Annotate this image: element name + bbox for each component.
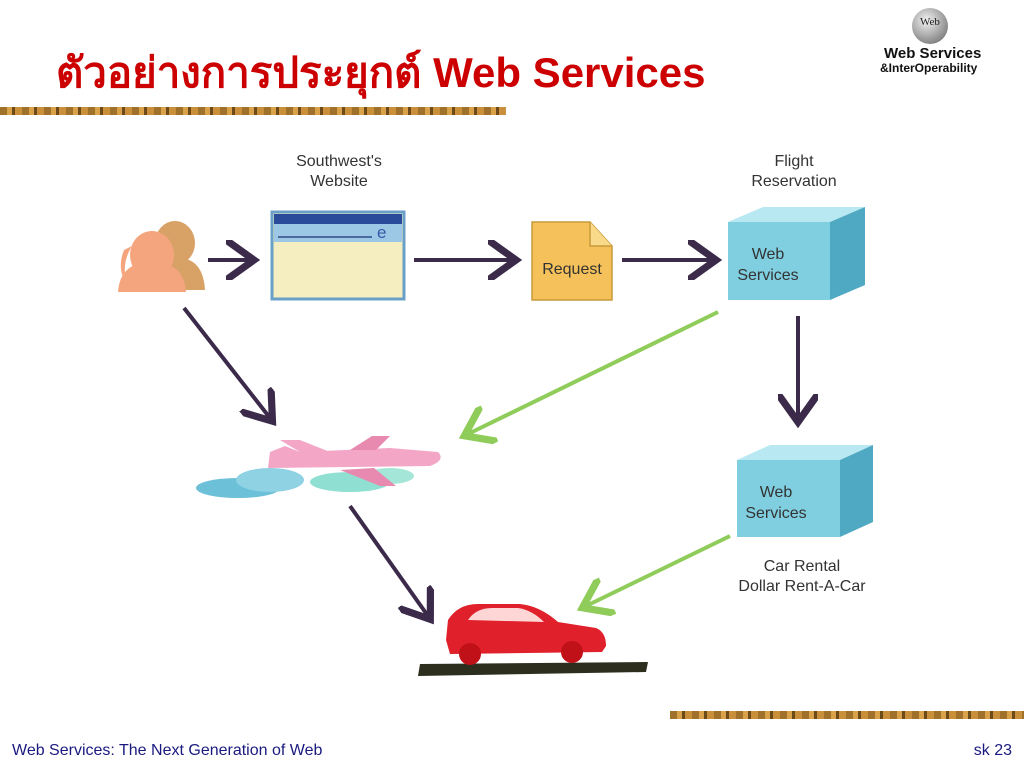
website-label: Southwest's Website — [280, 152, 398, 192]
flight-label-line2: Reservation — [751, 173, 837, 190]
airplane-icon — [196, 436, 441, 498]
slide-title: ตัวอย่างการประยุกต์ Web Services — [56, 49, 706, 96]
footer-rule — [670, 711, 1024, 719]
document-icon: Request — [531, 221, 613, 301]
web-services-box-flight: Web Services — [728, 207, 865, 300]
logo-line2: &InterOperability — [880, 61, 978, 75]
arrow-ws-to-car — [586, 534, 731, 606]
ws1-line1: Web — [752, 246, 785, 263]
flight-reservation-label: Flight Reservation — [730, 152, 858, 192]
ws2-line1: Web — [760, 484, 793, 501]
browser-window-icon: e — [270, 210, 406, 301]
car-label-line1: Car Rental — [763, 558, 841, 575]
footer-title: Web Services: The Next Generation of Web — [12, 742, 323, 759]
logo-globe-text: Web — [920, 16, 940, 28]
arrow-user-to-plane — [182, 306, 270, 418]
logo-line1: Web Services — [884, 45, 982, 62]
browser-logo-text: e — [377, 223, 386, 242]
car-rental-label: Car Rental Dollar Rent-A-Car — [712, 557, 892, 597]
title-underline — [0, 107, 506, 115]
globe-icon: Web — [912, 8, 948, 44]
logo: Web Web Services &InterOperability — [880, 6, 1020, 76]
flight-label-line1: Flight — [774, 153, 814, 170]
website-label-line2: Website — [310, 173, 368, 190]
ws1-line2: Services — [737, 267, 798, 284]
website-label-line1: Southwest's — [296, 153, 382, 170]
arrow-plane-to-car — [348, 504, 428, 616]
people-icon — [118, 221, 205, 292]
request-label: Request — [542, 261, 602, 278]
web-services-box-car: Web Services — [737, 445, 873, 537]
car-label-line2: Dollar Rent-A-Car — [738, 578, 866, 595]
car-icon — [418, 604, 648, 676]
ws2-line2: Services — [745, 505, 806, 522]
slide-number: sk 23 — [973, 742, 1012, 759]
arrow-ws-to-plane — [468, 310, 719, 434]
